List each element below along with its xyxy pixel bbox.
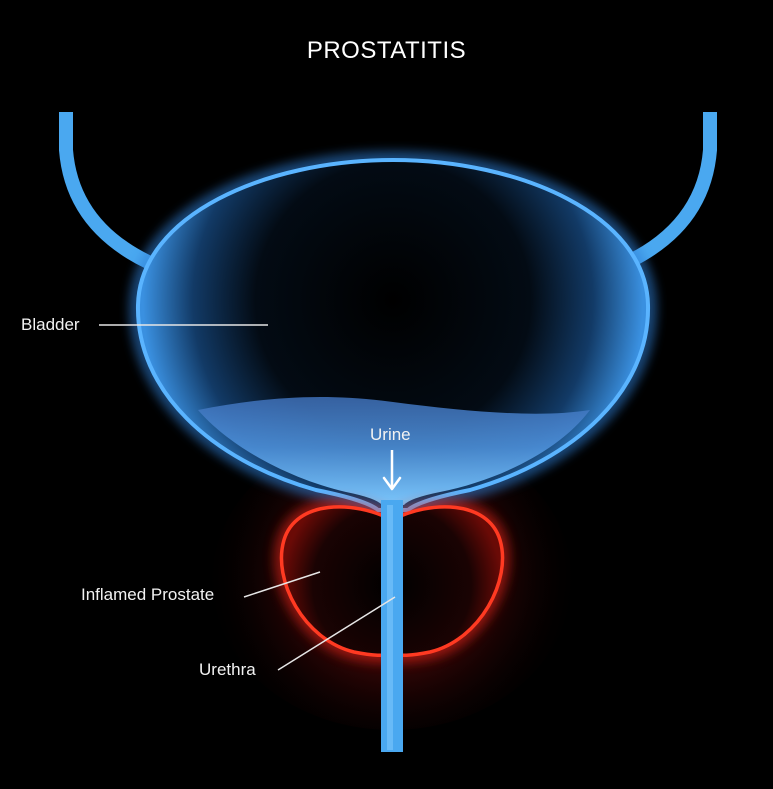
urethra-tube — [381, 500, 403, 752]
diagram-title: PROSTATITIS — [306, 37, 467, 64]
urethra-highlight — [387, 505, 393, 750]
prostate-leader-line — [243, 571, 321, 598]
urine-arrow-icon — [382, 450, 402, 491]
urine-pool — [198, 396, 590, 505]
urethra-label: Urethra — [199, 660, 256, 679]
ureters — [59, 112, 717, 269]
bladder-label: Bladder — [21, 315, 80, 334]
urethra-leader-line — [277, 596, 396, 671]
urine-label: Urine — [370, 425, 411, 444]
inflamed-prostate-label: Inflamed Prostate — [81, 585, 215, 604]
